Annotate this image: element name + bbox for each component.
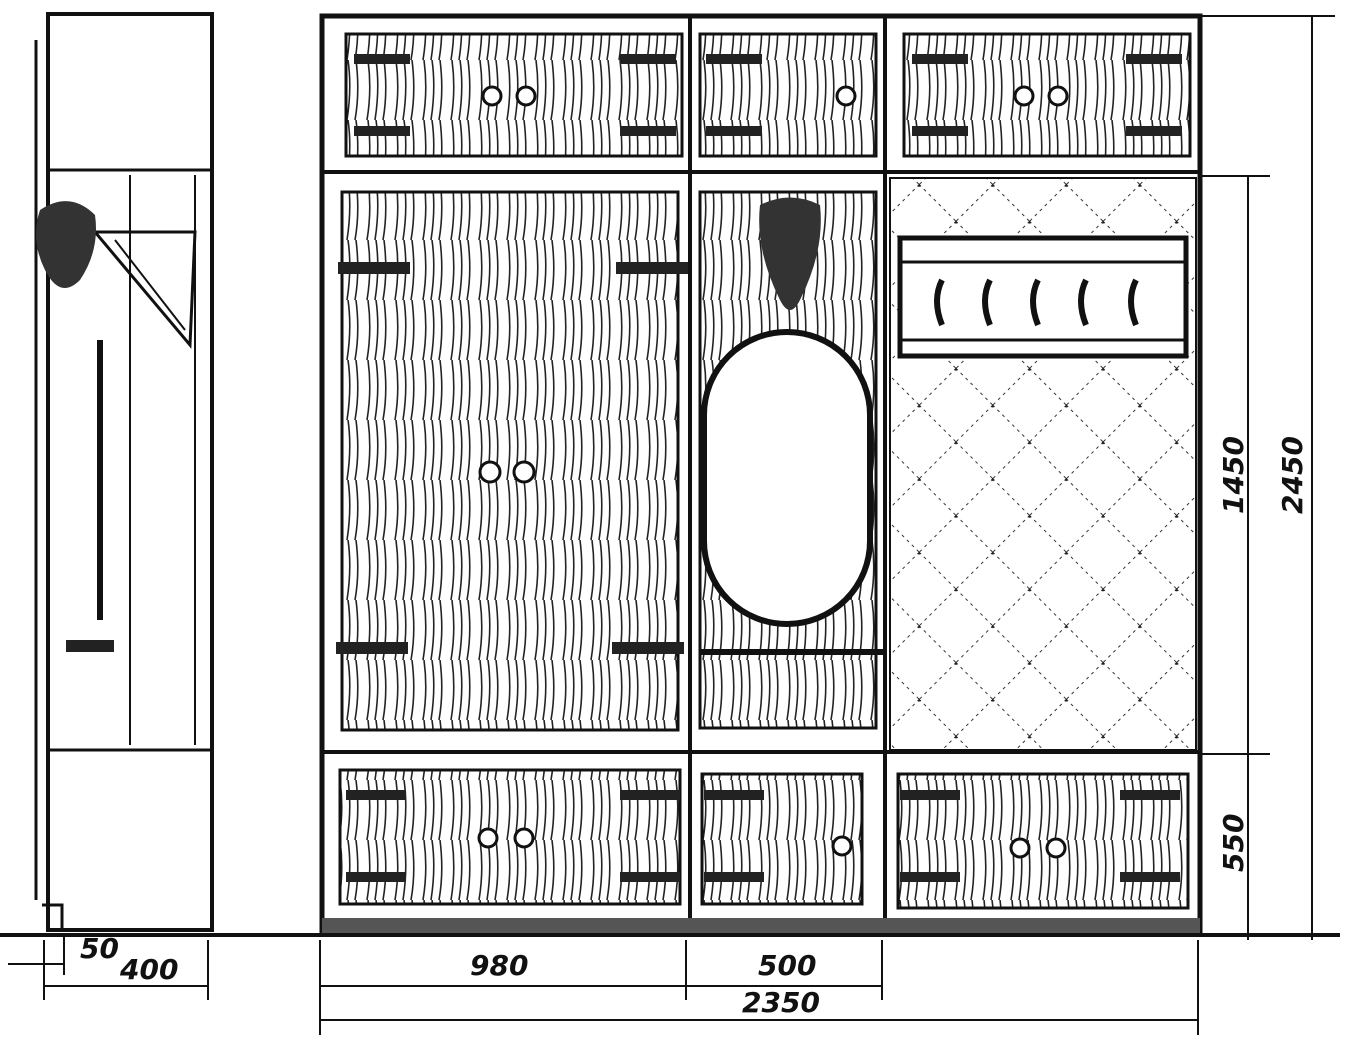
ring-handle-icon (1013, 85, 1035, 107)
hinge-icon (704, 790, 764, 800)
ring-handle-icon (1045, 837, 1067, 859)
ring-handle-icon (831, 835, 853, 857)
hinge-icon (346, 872, 406, 882)
hinge-icon (620, 872, 680, 882)
mirror (701, 329, 873, 627)
coat-hook-icon (934, 278, 945, 327)
ring-handle-icon (478, 460, 502, 484)
coat-hook-icon (982, 278, 993, 327)
hinge-icon (616, 262, 688, 274)
coat-hook-icon (1078, 278, 1089, 327)
wardrobe-door (340, 190, 680, 732)
middle-height-dimension: 1450 (1217, 436, 1250, 514)
side-offset-dimension: 50 (80, 932, 119, 965)
hinge-icon (354, 126, 410, 136)
hinge-icon (704, 872, 764, 882)
total-height-dimension: 2450 (1276, 436, 1309, 514)
hinge-icon (1126, 54, 1182, 64)
hinge-icon (354, 54, 410, 64)
hinge-icon (612, 642, 684, 654)
hinge-icon (346, 790, 406, 800)
ring-handle-icon (477, 827, 499, 849)
hinge-icon (620, 790, 680, 800)
ring-handle-icon (481, 85, 503, 107)
ring-handle-icon (1047, 85, 1069, 107)
hinge-icon (912, 54, 968, 64)
hinge-icon (338, 262, 410, 274)
hinge-icon (706, 126, 762, 136)
hinge-icon (1126, 126, 1182, 136)
coat-hook-icon (1128, 278, 1139, 327)
ring-handle-icon (835, 85, 857, 107)
total-width-dimension: 2350 (742, 986, 820, 1019)
side-dimension-lines (8, 935, 209, 1000)
lower-height-dimension: 550 (1217, 814, 1250, 872)
side-view (34, 12, 214, 932)
hinge-icon (900, 872, 960, 882)
hinge-icon (620, 126, 676, 136)
left-section-width-dimension: 980 (470, 949, 528, 982)
mirror-ornament-icon (759, 197, 821, 310)
ring-handle-icon (513, 827, 535, 849)
top-right-door (902, 32, 1192, 158)
hinge-icon (1120, 872, 1180, 882)
hinge-icon (336, 642, 408, 654)
hinge-icon (900, 790, 960, 800)
ring-handle-icon (515, 85, 537, 107)
hinge-icon (1120, 790, 1180, 800)
coat-rack (897, 235, 1189, 359)
front-view (0, 13, 1340, 937)
mirror-ornament-icon (36, 201, 96, 288)
ring-handle-icon (1009, 837, 1031, 859)
shelf-bracket-icon (91, 230, 197, 349)
front-dimension-lines (319, 15, 1335, 1035)
hinge-icon (620, 54, 676, 64)
top-left-door (344, 32, 684, 158)
hinge-icon (706, 54, 762, 64)
hinge-icon (912, 126, 968, 136)
coat-hook-icon (1030, 278, 1041, 327)
side-depth-dimension: 400 (119, 953, 178, 986)
floor-strip (322, 918, 1200, 934)
middle-section-width-dimension: 500 (758, 949, 816, 982)
ring-handle-icon (512, 460, 536, 484)
